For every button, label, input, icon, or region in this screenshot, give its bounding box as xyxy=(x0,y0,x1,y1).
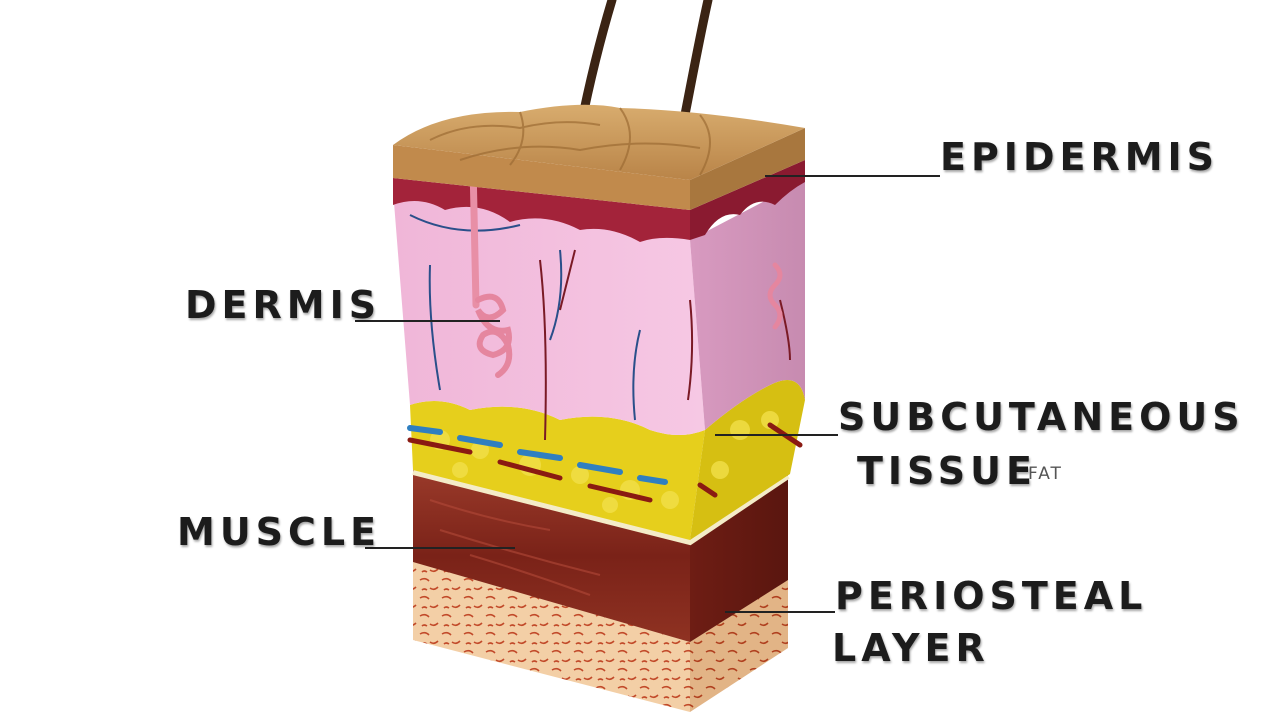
dermis-layer-front xyxy=(393,190,705,435)
hair-follicle xyxy=(469,161,480,309)
dermis-layer-side xyxy=(690,180,805,430)
epidermis-side xyxy=(690,128,805,210)
sweat-gland xyxy=(475,293,513,378)
periosteal-layer-front xyxy=(413,560,690,712)
papillary-layer xyxy=(393,178,690,242)
sweat-gland-side xyxy=(767,262,783,330)
label-fat-note: FAT xyxy=(1028,464,1063,484)
label-layer: LAYER xyxy=(832,626,990,670)
label-tissue: TISSUE xyxy=(857,449,1037,493)
label-epidermis: EPIDERMIS xyxy=(940,135,1220,179)
label-subcutaneous: SUBCUTANEOUS xyxy=(838,395,1245,439)
subcutaneous-fat-front xyxy=(410,401,705,540)
muscle-layer-front xyxy=(413,470,690,642)
label-periosteal: PERIOSTEAL xyxy=(835,574,1148,618)
epidermis-front xyxy=(393,145,690,210)
epidermis-surface xyxy=(393,104,805,180)
label-muscle: MUSCLE xyxy=(177,510,382,554)
label-dermis: DERMIS xyxy=(185,283,382,327)
muscle-layer-side xyxy=(690,474,788,642)
